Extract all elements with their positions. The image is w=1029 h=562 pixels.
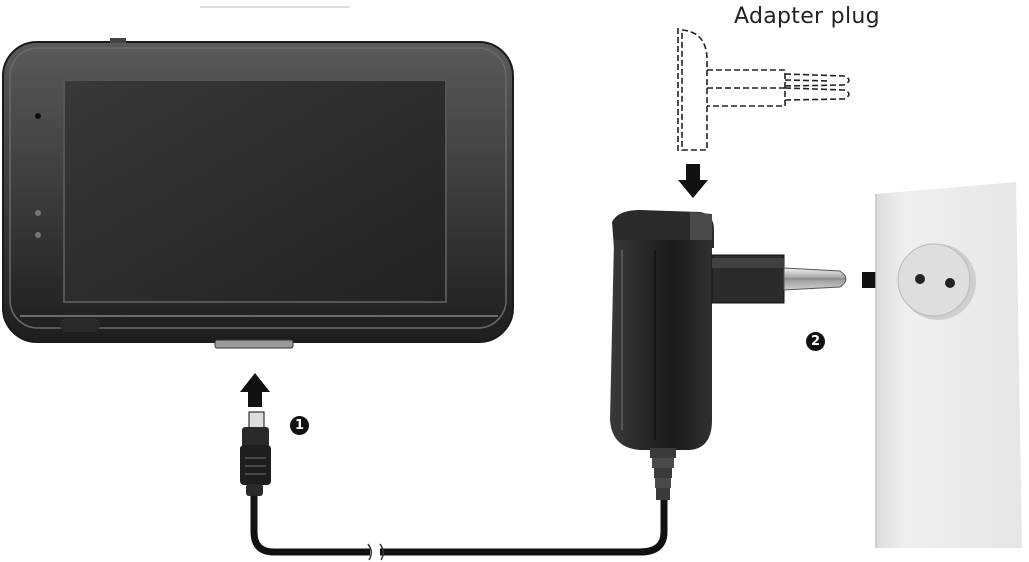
usb-connector-icon xyxy=(240,411,271,496)
power-adapter-icon xyxy=(610,210,847,500)
arrow-up-icon xyxy=(240,373,270,407)
cable xyxy=(250,491,668,561)
adapter-plug-label: Adapter plug xyxy=(734,4,880,29)
wall-socket-icon xyxy=(875,182,1022,548)
adapter-plug-icon xyxy=(677,28,850,152)
arrow-down-icon xyxy=(678,164,708,198)
navigation-device-icon xyxy=(2,6,514,349)
step-1-badge: 1 xyxy=(290,416,309,435)
step-2-badge: 2 xyxy=(806,332,825,351)
